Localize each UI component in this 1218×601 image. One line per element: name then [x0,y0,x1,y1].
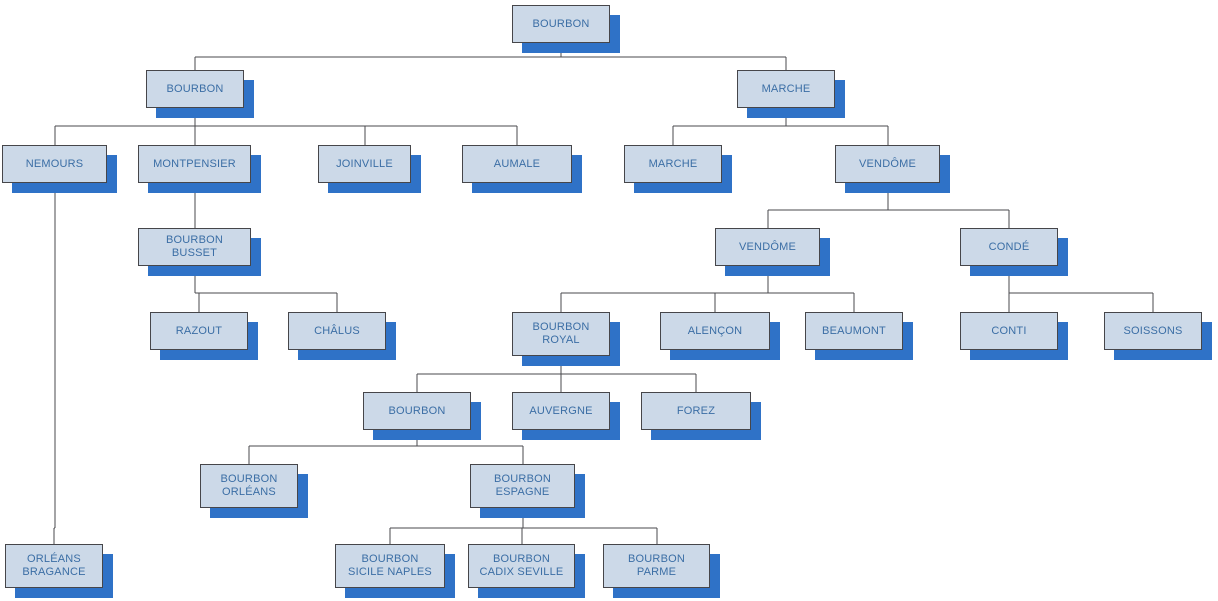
node-box[interactable]: BOURBON [363,392,471,430]
node-soissons[interactable]: SOISSONS [1104,312,1212,360]
node-auvergne[interactable]: AUVERGNE [512,392,620,440]
node-label: BOURBON [388,404,446,417]
node-label: NEMOURS [25,157,84,170]
node-label: BOURBON ORLÉANS [220,473,278,498]
node-label: CHÂLUS [314,324,360,337]
node-box[interactable]: MARCHE [624,145,722,183]
node-vendome-l3[interactable]: VENDÔME [835,145,950,193]
node-chalus[interactable]: CHÂLUS [288,312,396,360]
node-box[interactable]: BOURBON BUSSET [138,228,251,266]
node-box[interactable]: BEAUMONT [805,312,903,350]
node-orleans-bragance[interactable]: ORLÉANS BRAGANCE [5,544,113,598]
node-beaumont[interactable]: BEAUMONT [805,312,913,360]
node-label: FOREZ [676,404,716,417]
node-label: VENDÔME [858,157,917,170]
node-box[interactable]: JOINVILLE [318,145,411,183]
node-label: MARCHE [761,82,811,95]
node-box[interactable]: CONDÉ [960,228,1058,266]
node-bourbon-busset[interactable]: BOURBON BUSSET [138,228,261,276]
node-label: MARCHE [648,157,698,170]
node-box[interactable]: MONTPENSIER [138,145,251,183]
node-marche-l2[interactable]: MARCHE [737,70,845,118]
node-box[interactable]: AUMALE [462,145,572,183]
node-conde[interactable]: CONDÉ [960,228,1068,276]
node-alencon[interactable]: ALENÇON [660,312,780,360]
node-joinville[interactable]: JOINVILLE [318,145,421,193]
node-box[interactable]: BOURBON [512,5,610,43]
node-label: VENDÔME [738,240,797,253]
node-box[interactable]: BOURBON PARME [603,544,710,588]
node-box[interactable]: VENDÔME [715,228,820,266]
node-box[interactable]: BOURBON ESPAGNE [470,464,575,508]
node-box[interactable]: MARCHE [737,70,835,108]
node-bourbon-orleans[interactable]: BOURBON ORLÉANS [200,464,308,518]
node-box[interactable]: ORLÉANS BRAGANCE [5,544,103,588]
node-box[interactable]: FOREZ [641,392,751,430]
node-label: RAZOUT [175,324,223,337]
node-box[interactable]: SOISSONS [1104,312,1202,350]
node-forez[interactable]: FOREZ [641,392,761,440]
node-label: AUVERGNE [529,404,593,417]
node-label: BOURBON PARME [627,553,686,578]
node-montpensier[interactable]: MONTPENSIER [138,145,261,193]
node-box[interactable]: NEMOURS [2,145,107,183]
node-label: ALENÇON [687,324,743,337]
node-box[interactable]: RAZOUT [150,312,248,350]
node-bourbon-root[interactable]: BOURBON [512,5,620,53]
node-box[interactable]: VENDÔME [835,145,940,183]
node-vendome-l4[interactable]: VENDÔME [715,228,830,276]
node-label: JOINVILLE [336,157,393,170]
node-box[interactable]: BOURBON [146,70,244,108]
node-box[interactable]: BOURBON ORLÉANS [200,464,298,508]
node-box[interactable]: CHÂLUS [288,312,386,350]
node-label: MONTPENSIER [153,157,236,170]
node-bourbon-royal[interactable]: BOURBON ROYAL [512,312,620,366]
node-label: BOURBON BUSSET [165,234,224,259]
node-bourbon-sicile[interactable]: BOURBON SICILE NAPLES [335,544,455,598]
node-label: BOURBON ROYAL [532,321,590,346]
node-bourbon-l6[interactable]: BOURBON [363,392,481,440]
node-label: BOURBON [166,82,224,95]
node-box[interactable]: BOURBON ROYAL [512,312,610,356]
node-label: CONTI [991,324,1027,337]
node-bourbon-espagne[interactable]: BOURBON ESPAGNE [470,464,585,518]
node-aumale[interactable]: AUMALE [462,145,582,193]
node-marche-l3[interactable]: MARCHE [624,145,732,193]
node-label: BOURBON [532,17,590,30]
node-label: BOURBON CADIX SEVILLE [479,553,564,578]
node-label: BEAUMONT [822,324,886,337]
node-box[interactable]: BOURBON SICILE NAPLES [335,544,445,588]
node-box[interactable]: BOURBON CADIX SEVILLE [468,544,575,588]
node-label: SOISSONS [1123,324,1183,337]
node-label: BOURBON SICILE NAPLES [348,553,432,578]
node-label: ORLÉANS BRAGANCE [22,553,86,578]
node-conti[interactable]: CONTI [960,312,1068,360]
node-box[interactable]: CONTI [960,312,1058,350]
node-nemours[interactable]: NEMOURS [2,145,117,193]
node-razout[interactable]: RAZOUT [150,312,258,360]
node-label: AUMALE [493,157,541,170]
node-bourbon-cadix[interactable]: BOURBON CADIX SEVILLE [468,544,585,598]
node-label: CONDÉ [988,240,1030,253]
node-bourbon-parme[interactable]: BOURBON PARME [603,544,720,598]
node-bourbon-l2[interactable]: BOURBON [146,70,254,118]
node-box[interactable]: ALENÇON [660,312,770,350]
node-label: BOURBON ESPAGNE [493,473,552,498]
node-box[interactable]: AUVERGNE [512,392,610,430]
